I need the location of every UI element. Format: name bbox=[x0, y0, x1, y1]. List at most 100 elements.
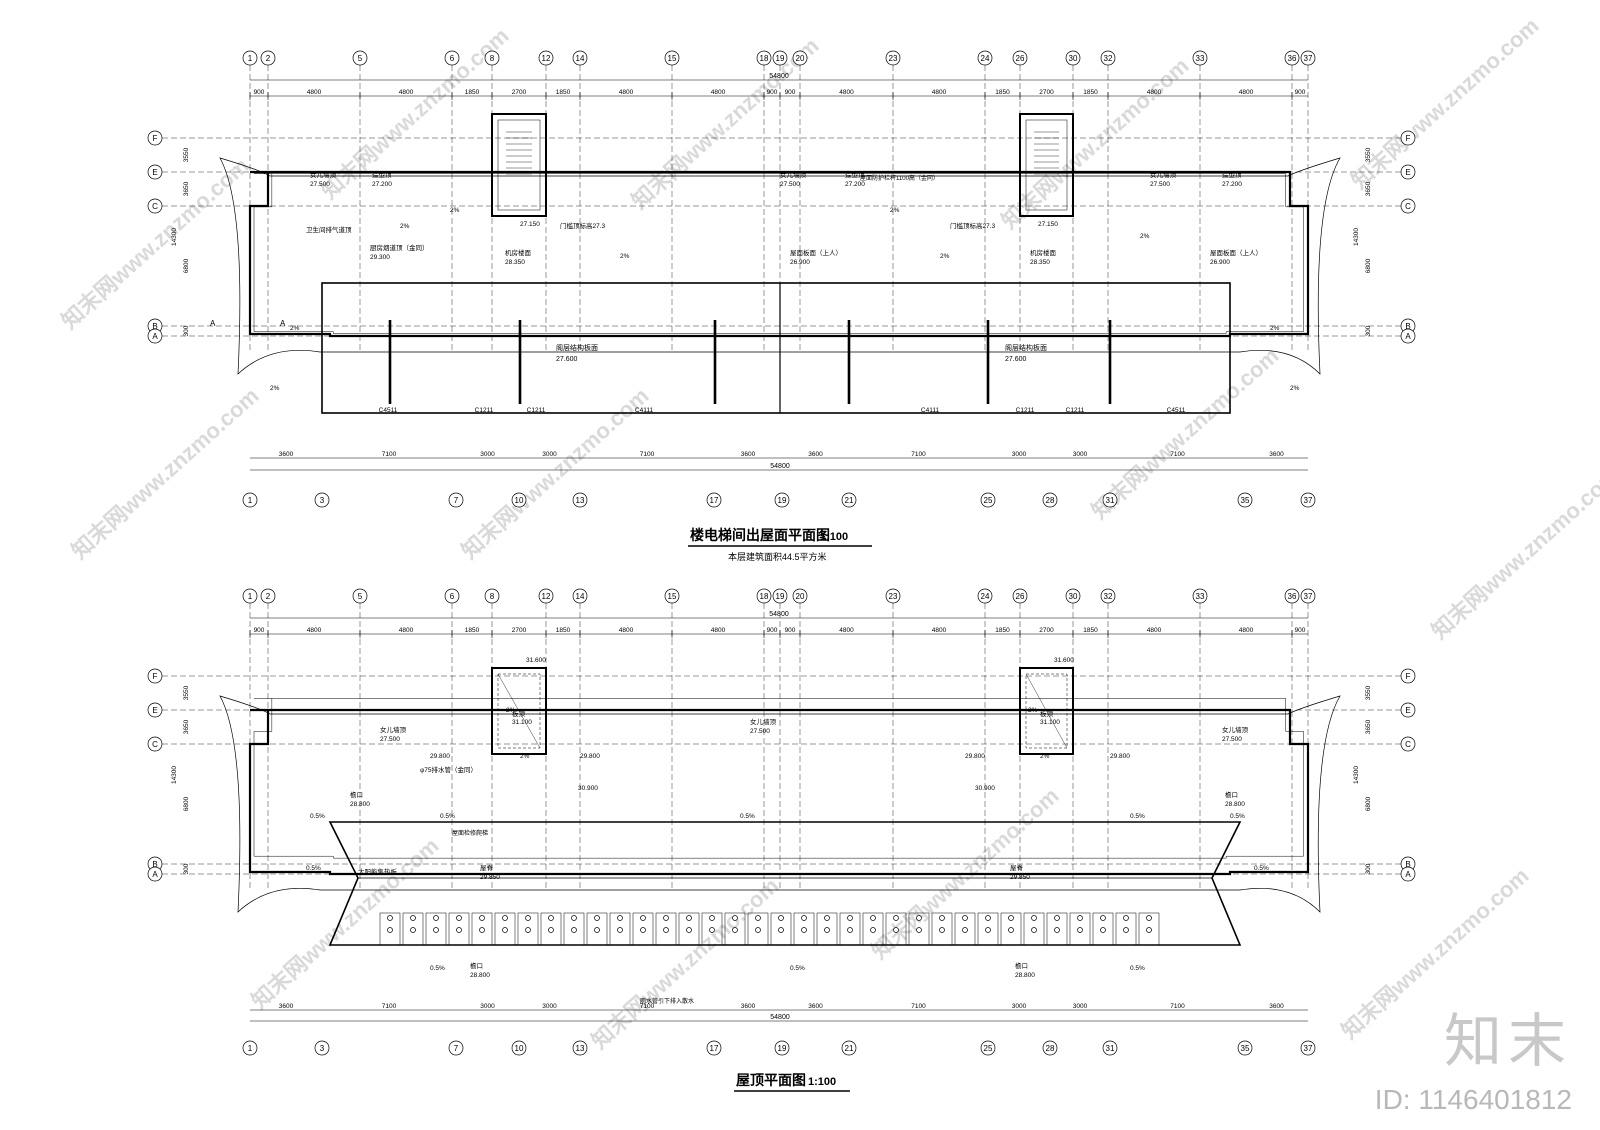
solar-panel bbox=[747, 912, 769, 946]
parapet-inner-line bbox=[253, 698, 1304, 859]
slope-label: 2% bbox=[1290, 385, 1300, 392]
dimension-text: 3000 bbox=[480, 451, 495, 458]
watermark-text: 知末网www.znzmo.com bbox=[317, 23, 514, 204]
plan1-scale: 1:100 bbox=[820, 531, 848, 543]
axis-label: 30 bbox=[1069, 54, 1078, 63]
panel-support bbox=[801, 915, 807, 921]
panel-support bbox=[1054, 927, 1060, 933]
label: 板顶 bbox=[512, 709, 526, 718]
solar-panel bbox=[839, 912, 861, 946]
elevation-label: 28.800 bbox=[1015, 972, 1035, 979]
guardrail-label: 屋面防护栏杆1100高（金同） bbox=[860, 174, 939, 182]
panel-support bbox=[663, 927, 669, 933]
watermark-text: 知末网www.znzmo.com bbox=[1427, 463, 1600, 644]
parapet-label: 女儿墙顶 bbox=[310, 170, 337, 179]
dimension-text: 7100 bbox=[1170, 451, 1185, 458]
axis-label: C bbox=[1405, 202, 1411, 211]
eave-label: 檐口 bbox=[470, 961, 483, 970]
axis-label: F bbox=[1406, 672, 1411, 681]
window-label: C4511 bbox=[379, 407, 398, 414]
axis-bubble-bottom bbox=[242, 492, 258, 508]
dimension-text: 4800 bbox=[1239, 89, 1254, 96]
solar-panel bbox=[609, 912, 631, 946]
dimension-text: 3600 bbox=[741, 1003, 756, 1010]
axis-label: 14 bbox=[576, 592, 585, 601]
dimension-text: 3600 bbox=[741, 451, 756, 458]
dimension-text: 7100 bbox=[382, 451, 397, 458]
panel-support bbox=[410, 915, 416, 921]
plan1-area-note: 本层建筑面积44.5平方米 bbox=[728, 551, 827, 562]
solar-panel bbox=[678, 912, 700, 946]
slope-label: 0.5% bbox=[740, 813, 755, 820]
panel-support bbox=[870, 927, 876, 933]
side-dimension: 3650 bbox=[183, 719, 190, 734]
panel-support bbox=[1077, 915, 1083, 921]
feature-label: 造型顶 bbox=[372, 170, 392, 179]
dimension-text: 4800 bbox=[399, 627, 414, 634]
side-dimension: 300 bbox=[1365, 863, 1372, 874]
eave-label: 檐口 bbox=[1015, 961, 1028, 970]
panel-support bbox=[502, 927, 508, 933]
eave-label: 檐口 bbox=[1225, 790, 1238, 799]
ridge-label: 屋脊 bbox=[1010, 863, 1024, 872]
axis-bubble-bottom bbox=[242, 1040, 258, 1056]
dimension-text: 1850 bbox=[556, 89, 571, 96]
dimension-text: 900 bbox=[767, 627, 778, 634]
axis-bubble-bottom bbox=[572, 492, 588, 508]
solar-panel bbox=[494, 912, 516, 946]
panel-support bbox=[709, 927, 715, 933]
solar-panel bbox=[448, 912, 470, 946]
stair-tower-inner bbox=[497, 119, 541, 211]
axis-label: B bbox=[1405, 322, 1410, 331]
elevation-label: 29.800 bbox=[580, 753, 600, 760]
solar-panel bbox=[931, 912, 953, 946]
panel-support bbox=[916, 915, 922, 921]
axis-label: A bbox=[1405, 870, 1411, 879]
elevation-label: 27.500 bbox=[780, 181, 800, 188]
panel-support bbox=[433, 927, 439, 933]
axis-label: 14 bbox=[576, 54, 585, 63]
axis-bubble-bottom bbox=[1237, 1040, 1253, 1056]
axis-label: 33 bbox=[1196, 592, 1205, 601]
plan1-title-block: 楼电梯间出屋面平面图 1:100 本层建筑面积44.5平方米 bbox=[688, 527, 872, 562]
stair-tower-wall bbox=[491, 113, 547, 217]
axis-label: 32 bbox=[1104, 592, 1113, 601]
machine-room-label: 机房楼面 bbox=[505, 248, 532, 257]
axis-label: B bbox=[152, 860, 157, 869]
side-dimension: 3550 bbox=[1365, 685, 1372, 700]
dimension-text: 3000 bbox=[1073, 1003, 1088, 1010]
slope-label: 2% bbox=[1040, 753, 1050, 760]
dimension-text: 7100 bbox=[640, 451, 655, 458]
solar-panel-array bbox=[379, 912, 1160, 946]
image-id: ID: 1146401812 bbox=[1374, 1084, 1572, 1115]
side-dimension: 3650 bbox=[1365, 719, 1372, 734]
window-label: C1211 bbox=[1016, 407, 1035, 414]
side-total-dimension: 14300 bbox=[171, 766, 178, 784]
panel-support bbox=[939, 927, 945, 933]
elevation-label: 29.800 bbox=[430, 753, 450, 760]
solar-panel bbox=[793, 912, 815, 946]
solar-panel bbox=[1069, 912, 1091, 946]
dimension-text: 4800 bbox=[1239, 627, 1254, 634]
axis-bubble-bottom bbox=[448, 1040, 464, 1056]
axis-label: 33 bbox=[1196, 54, 1205, 63]
panel-support bbox=[640, 915, 646, 921]
panel-support bbox=[1100, 915, 1106, 921]
dimension-text: 7100 bbox=[382, 1003, 397, 1010]
axis-label: 31 bbox=[1106, 496, 1115, 505]
slope-label: 0.5% bbox=[306, 865, 321, 872]
panel-support bbox=[847, 915, 853, 921]
dimension-text: 7100 bbox=[911, 451, 926, 458]
panel-support bbox=[755, 915, 761, 921]
panel-support bbox=[387, 915, 393, 921]
solar-panel bbox=[1046, 912, 1068, 946]
parapet-inner-line bbox=[253, 173, 1304, 334]
axis-label: 5 bbox=[358, 592, 363, 601]
side-dimension: 6800 bbox=[1365, 796, 1372, 811]
axis-label: C bbox=[152, 202, 158, 211]
elevation-label: 26.900 bbox=[790, 259, 810, 266]
side-total-dimension: 14300 bbox=[171, 228, 178, 246]
axis-label: E bbox=[1405, 168, 1410, 177]
panel-support bbox=[594, 927, 600, 933]
window-label: C1211 bbox=[1066, 407, 1085, 414]
